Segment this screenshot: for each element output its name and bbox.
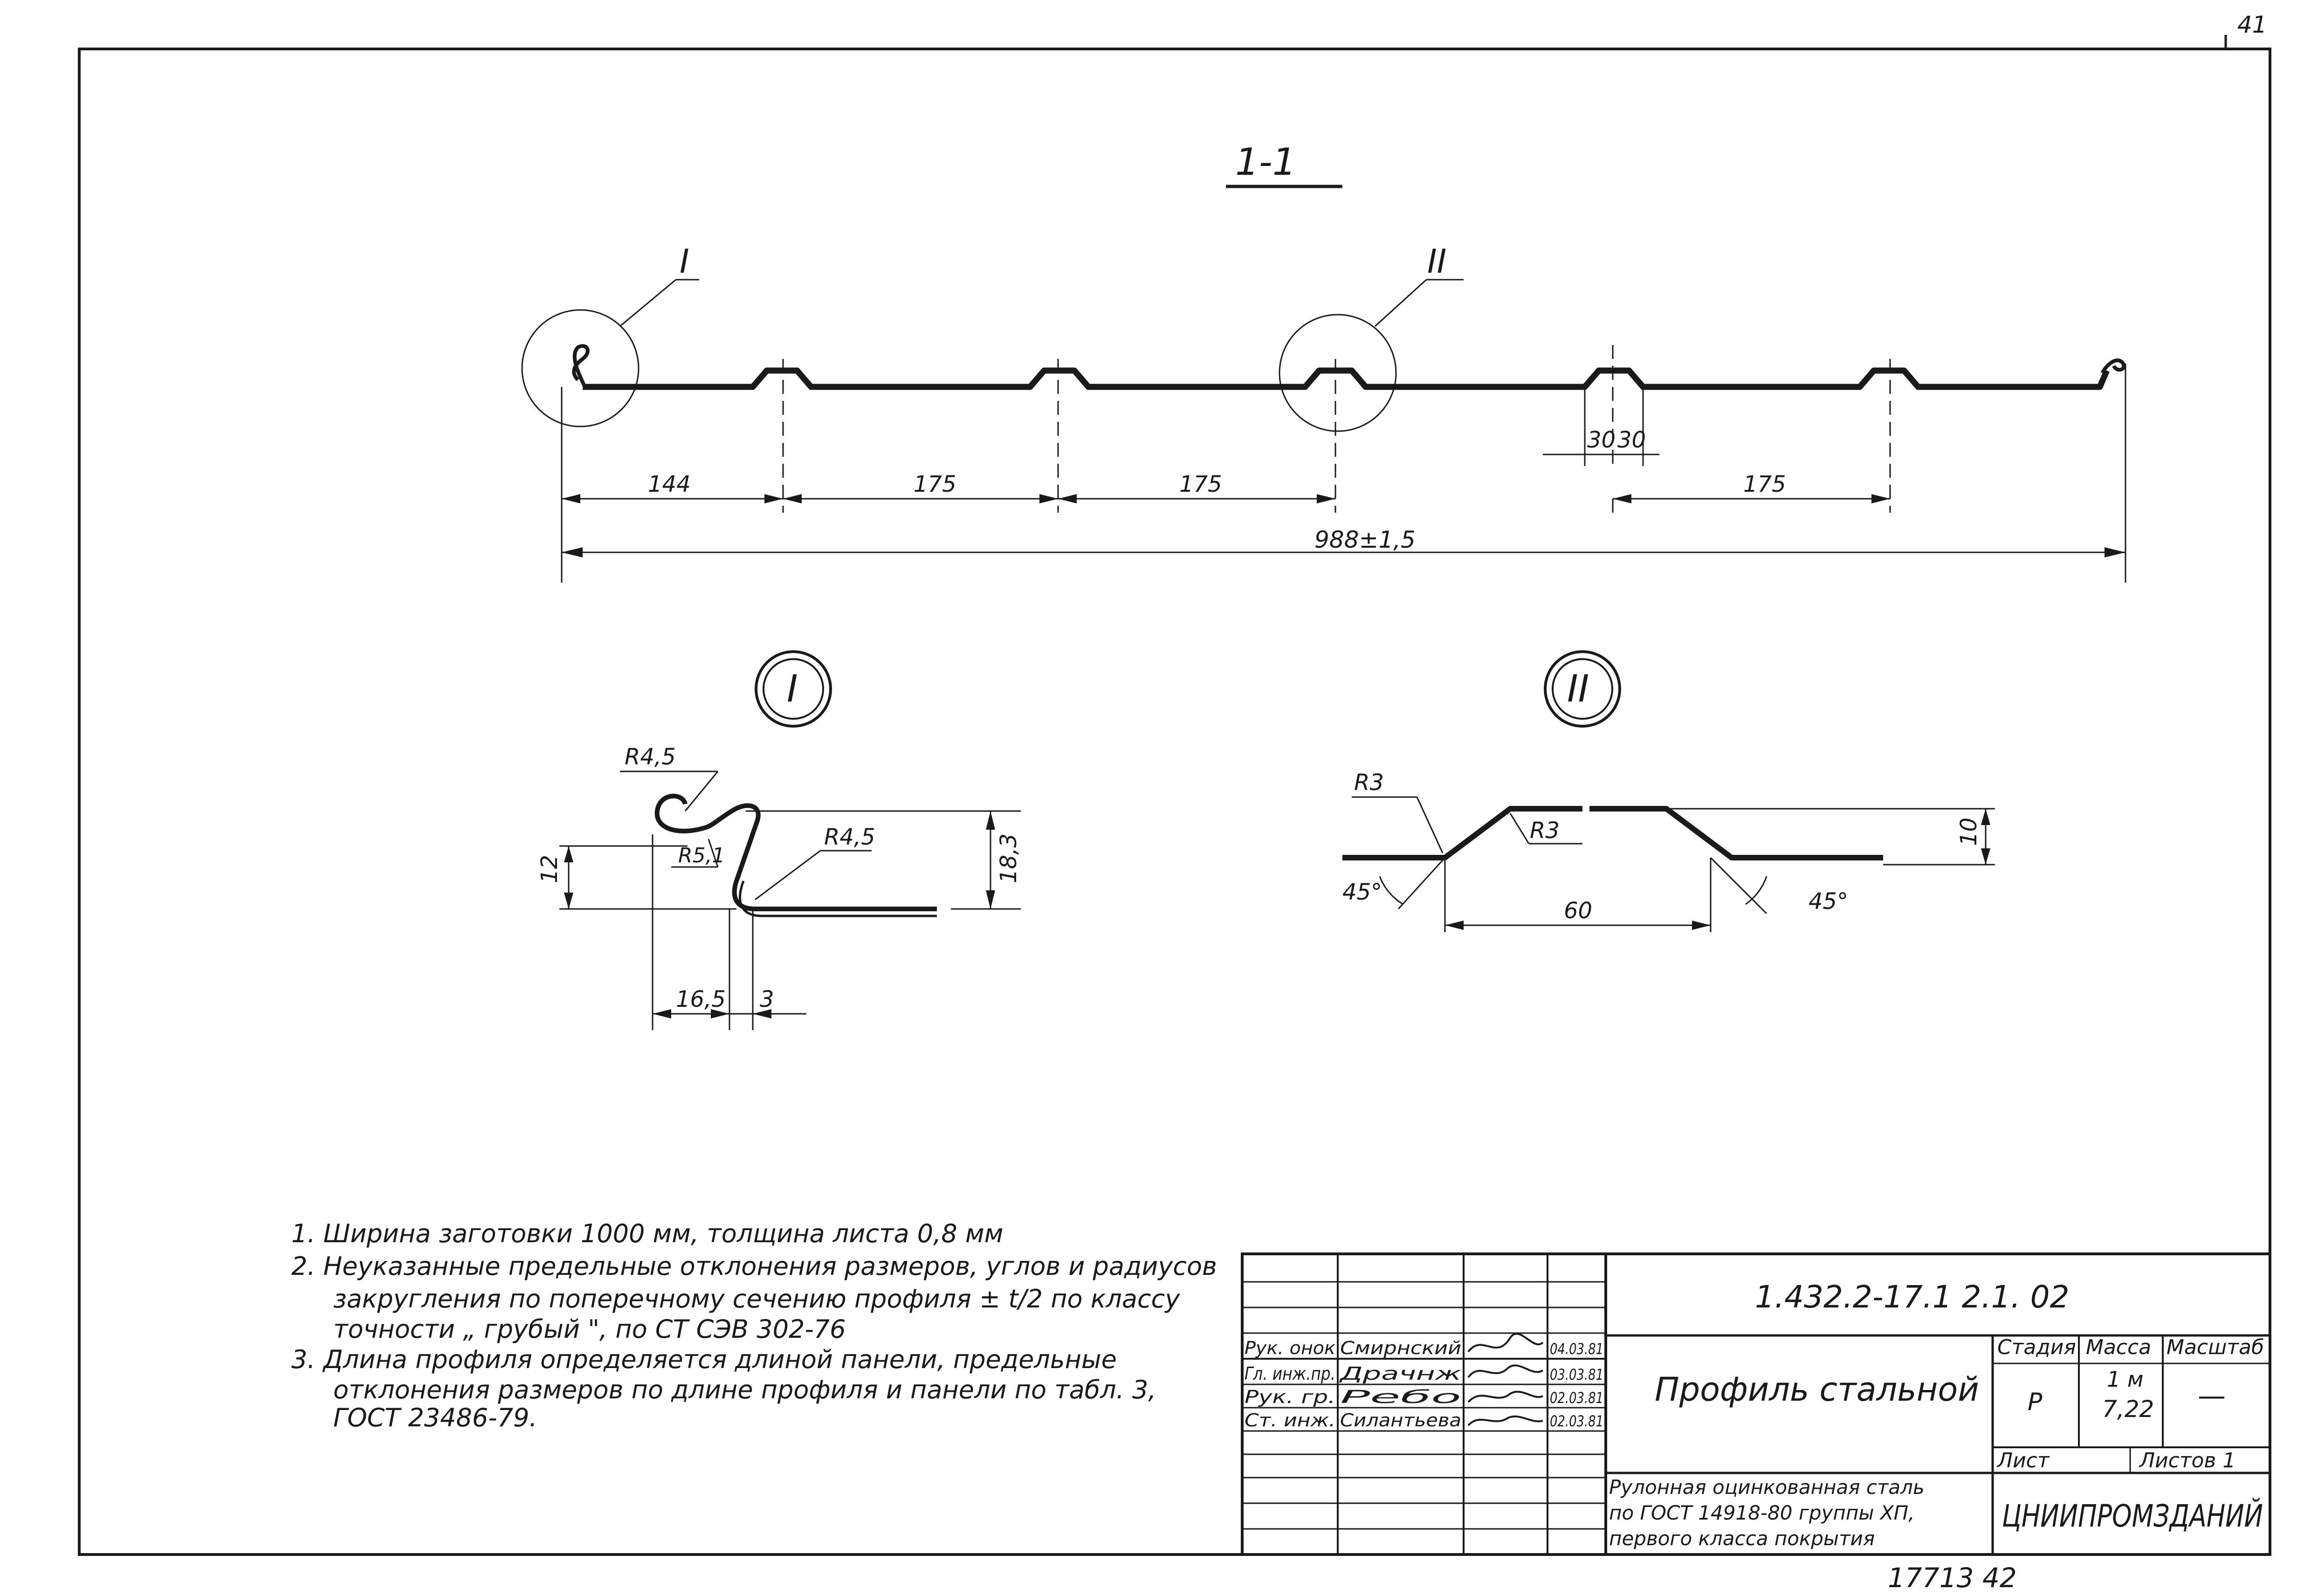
material-line-2: по ГОСТ 14918-80 группы ХП,	[1609, 1501, 1915, 1524]
detail-I-r51: R5,1	[678, 844, 725, 867]
name-4: Силантьева	[1340, 1410, 1461, 1431]
dim-overall: 988±1,5	[1314, 526, 1416, 553]
role-3: Рук. гр.	[1245, 1387, 1335, 1407]
sheet-label: Лист	[1996, 1449, 2050, 1472]
signature-2	[1467, 1364, 1544, 1378]
note-line-3: закругления по поперечному сечению профи…	[333, 1284, 1180, 1314]
date-3: 02.03.81	[1550, 1389, 1603, 1407]
detail-I-drawing	[559, 770, 1021, 1030]
signature-4	[1467, 1415, 1543, 1426]
section-title: 1-1	[1235, 140, 1296, 184]
note-line-7: ГОСТ 23486-79.	[333, 1403, 537, 1432]
doc-title: Профиль стальной	[1655, 1370, 1979, 1409]
dim-30-a: 30	[1587, 427, 1616, 453]
scale-value: —	[2198, 1380, 2226, 1412]
detail-I-w165: 16,5	[676, 986, 726, 1012]
mass-value-2: 7,22	[2102, 1396, 2154, 1423]
detail-I-h12: 12	[536, 855, 563, 883]
detail-I-h183: 18,3	[996, 833, 1022, 883]
detail-II-label-circle	[1544, 650, 1621, 728]
profile-section	[572, 344, 2126, 513]
section-dimensions	[561, 364, 2126, 583]
footer-number: 17713 42	[1888, 1562, 2017, 1594]
sheet-frame	[78, 35, 2271, 1556]
stage-value: Р	[2028, 1388, 2043, 1416]
dim-144: 144	[648, 471, 691, 497]
date-4: 02.03.81	[1550, 1412, 1603, 1430]
detail-II-label: II	[1567, 667, 1589, 710]
detail-II-angle-left: 45°	[1342, 879, 1382, 905]
stage-header: Стадия	[1997, 1335, 2076, 1359]
material-line-1: Рулонная оцинкованная сталь	[1609, 1476, 1925, 1499]
note-line-6: отклонения размеров по длине профиля и п…	[333, 1375, 1156, 1404]
notes: 1. Ширина заготовки 1000 мм, толщина лис…	[291, 1219, 1217, 1432]
signature-3	[1467, 1390, 1543, 1403]
note-line-4: точности „ грубый ", по СТ СЭВ 302-76	[333, 1314, 846, 1344]
detail-I-r45-top: R4,5	[625, 744, 676, 770]
role-4: Ст. инж.	[1245, 1410, 1335, 1431]
date-2: 03.03.81	[1550, 1366, 1603, 1383]
detail-I-label-circle	[755, 650, 832, 728]
note-line-2: 2. Неуказанные предельные отклонения раз…	[291, 1252, 1217, 1281]
dim-175-a: 175	[914, 471, 956, 497]
signature-1	[1467, 1333, 1544, 1353]
name-3: Ребо	[1340, 1387, 1461, 1407]
material-line-3: первого класса покрытия	[1609, 1527, 1875, 1550]
scale-header: Масштаб	[2167, 1335, 2264, 1359]
detail-II-h10: 10	[1956, 818, 1982, 846]
signature-rows: Рук. онок Смирнский 04.03.81 Гл. инж.пр.…	[1245, 1333, 1603, 1431]
detail-II-r3-left: R3	[1354, 770, 1384, 796]
mass-header: Масса	[2086, 1335, 2151, 1359]
role-2: Гл. инж.пр.	[1245, 1363, 1335, 1384]
dim-175-c: 175	[1743, 471, 1786, 497]
detail-I-callout	[521, 279, 699, 427]
note-line-5: 3. Длина профиля определяется длиной пан…	[291, 1345, 1117, 1374]
mass-value-1: 1 м	[2107, 1367, 2144, 1392]
doc-code: 1.432.2-17.1 2.1. 02	[1755, 1279, 2070, 1315]
detail-II-callout	[1279, 279, 1464, 432]
sheets-label: Листов 1	[2139, 1449, 2235, 1472]
title-block	[1241, 1252, 2271, 1556]
dim-175-b: 175	[1179, 471, 1222, 497]
detail-II-marker: II	[1427, 242, 1446, 281]
organization: ЦНИИПРОМЗДАНИЙ	[2002, 1498, 2263, 1534]
role-1: Рук. онок	[1245, 1338, 1335, 1358]
name-2: Драчнж	[1339, 1363, 1461, 1384]
dim-30-b: 30	[1617, 427, 1646, 453]
detail-II-r3-right: R3	[1530, 818, 1560, 844]
name-1: Смирнский	[1340, 1338, 1461, 1358]
detail-II-drawing	[1342, 796, 1995, 932]
detail-I-marker: I	[680, 242, 689, 281]
note-line-1: 1. Ширина заготовки 1000 мм, толщина лис…	[291, 1219, 1003, 1248]
detail-II-w60: 60	[1564, 898, 1592, 924]
corner-number: 41	[2237, 11, 2267, 38]
detail-I-r45-right: R4,5	[824, 824, 875, 850]
detail-I-label: I	[787, 667, 798, 710]
detail-II-angle-right: 45°	[1809, 888, 1848, 915]
detail-I-w3: 3	[760, 986, 774, 1012]
date-1: 04.03.81	[1550, 1340, 1603, 1358]
